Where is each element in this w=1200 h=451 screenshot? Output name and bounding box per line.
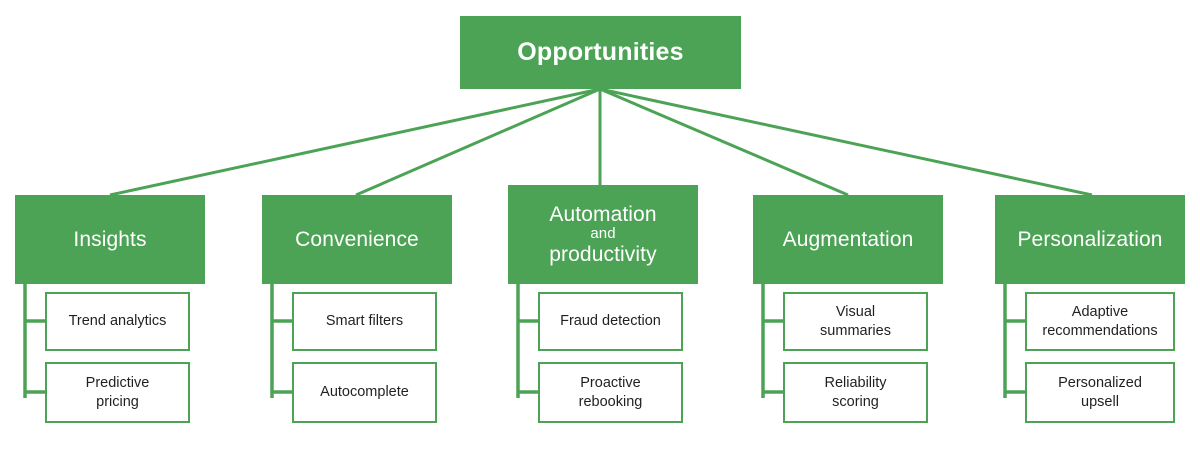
leaf-node-personalized-upsell[interactable]: Personalized upsell (1025, 362, 1175, 423)
leaf-node-fraud-detection[interactable]: Fraud detection (538, 292, 683, 351)
category-node-automation-and-productivity[interactable]: Automation and productivity (508, 185, 698, 284)
leaf-node-autocomplete[interactable]: Autocomplete (292, 362, 437, 423)
leaf-node-trend-analytics[interactable]: Trend analytics (45, 292, 190, 351)
category-label-line-3: productivity (549, 242, 657, 266)
category-node-personalization[interactable]: Personalization (995, 195, 1185, 284)
category-node-convenience[interactable]: Convenience (262, 195, 452, 284)
leaf-node-adaptive-recommendations[interactable]: Adaptive recommendations (1025, 292, 1175, 351)
category-label-line-1: Automation (549, 202, 657, 226)
leaf-node-predictive-pricing[interactable]: Predictive pricing (45, 362, 190, 423)
category-node-augmentation[interactable]: Augmentation (753, 195, 943, 284)
root-connector-convenience (355, 87, 601, 197)
root-node-opportunities[interactable]: Opportunities (460, 16, 741, 89)
leaf-node-visual-summaries[interactable]: Visual summaries (783, 292, 928, 351)
root-connector-insights (109, 87, 601, 197)
category-label-line-2: and (590, 225, 616, 243)
leaf-node-proactive-rebooking[interactable]: Proactive rebooking (538, 362, 683, 423)
leaf-node-reliability-scoring[interactable]: Reliability scoring (783, 362, 928, 423)
category-node-insights[interactable]: Insights (15, 195, 205, 284)
root-connector-personalization (599, 87, 1093, 197)
leaf-node-smart-filters[interactable]: Smart filters (292, 292, 437, 351)
root-connector-augmentation (599, 87, 849, 197)
